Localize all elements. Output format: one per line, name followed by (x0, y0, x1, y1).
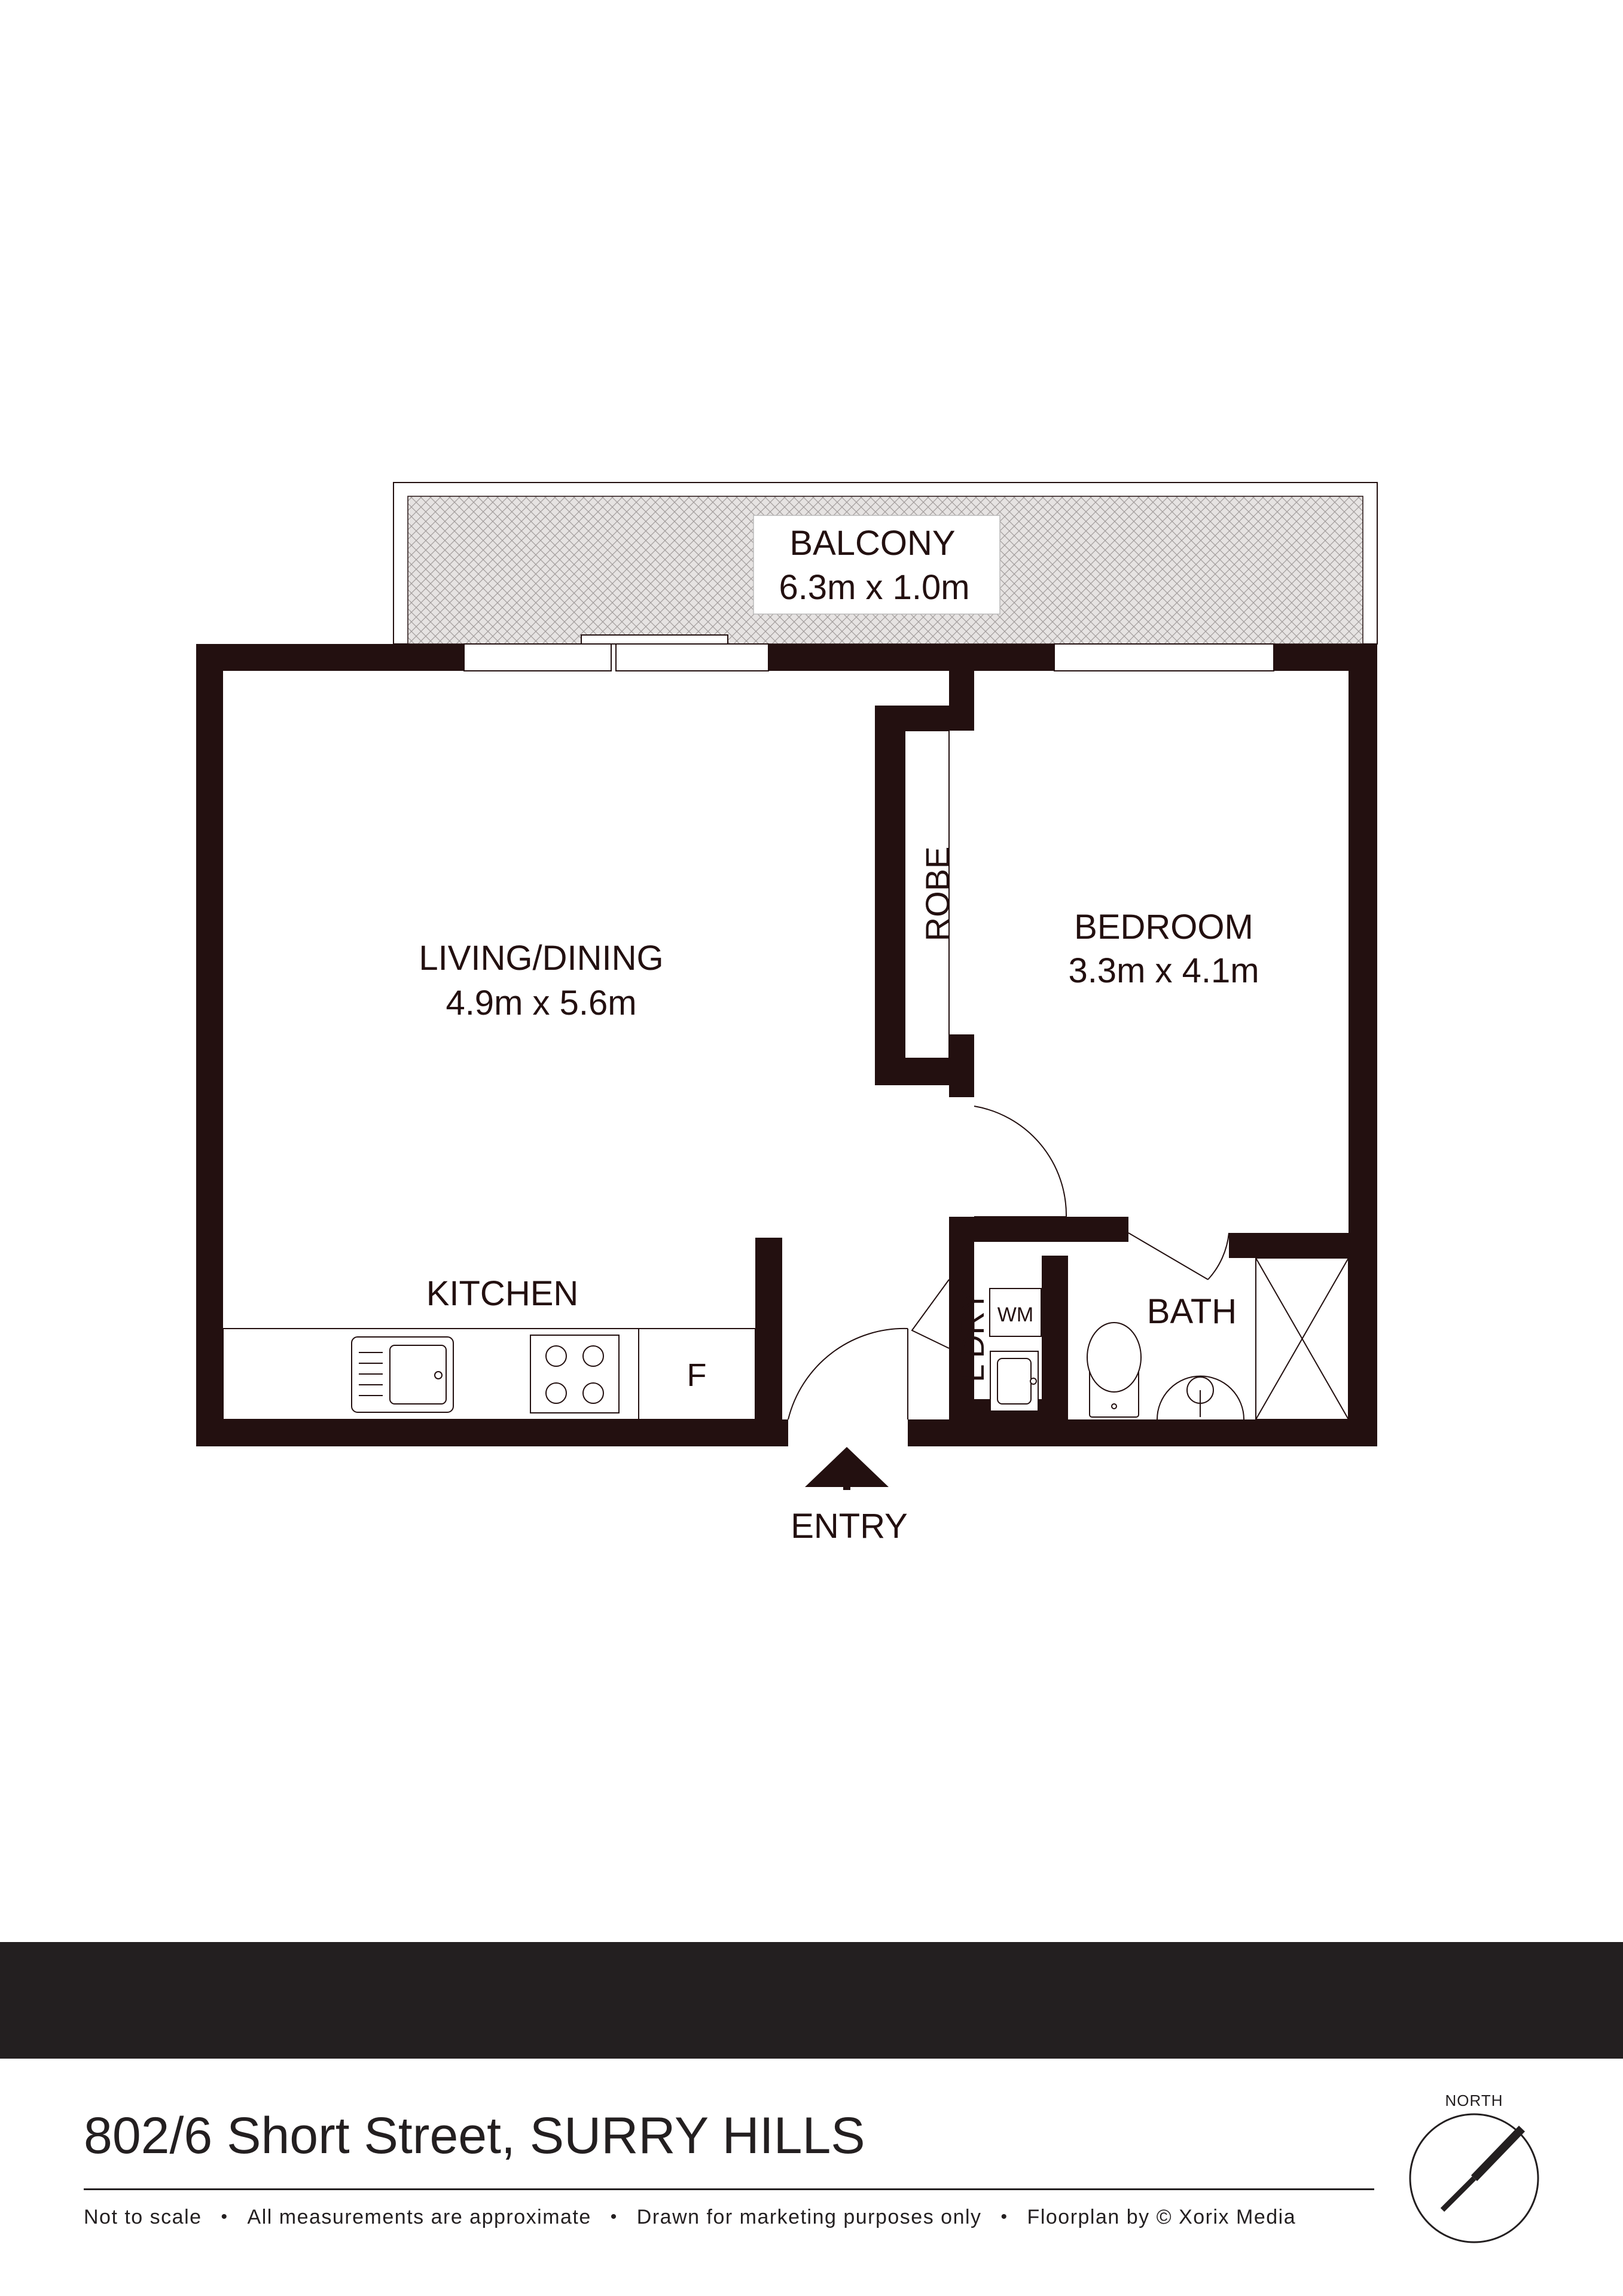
sink-icon (351, 1336, 454, 1413)
north-label: NORTH (1445, 2092, 1503, 2109)
note-marketing: Drawn for marketing purposes only (636, 2206, 982, 2228)
living-size: 4.9m x 5.6m (446, 984, 636, 1022)
balcony-label-box (753, 515, 1000, 615)
fridge-label: F (687, 1357, 707, 1393)
property-address: 802/6 Short Street, SURRY HILLS (84, 2107, 865, 2164)
living-label: LIVING/DINING (419, 939, 663, 978)
entry-label: ENTRY (791, 1507, 908, 1546)
note-scale: Not to scale (84, 2206, 202, 2228)
kitchen-label: KITCHEN (426, 1274, 579, 1313)
basin-icon (1157, 1375, 1244, 1420)
windows (463, 634, 1274, 671)
note-credit: Floorplan by © Xorix Media (1027, 2206, 1296, 2228)
note-measurements: All measurements are approximate (247, 2206, 591, 2228)
robe-label: ROBE (919, 847, 956, 942)
separator: • (1000, 2207, 1008, 2227)
footer-divider (84, 2188, 1374, 2190)
north-compass: NORTH (1405, 2092, 1543, 2243)
robe-interior (904, 730, 950, 1059)
shower-icon (1255, 1257, 1349, 1420)
cooktop-icon (530, 1335, 620, 1413)
balcony: BALCONY 6.3m x 1.0m (393, 482, 1378, 645)
laundry-fixtures (989, 1288, 1042, 1412)
separator: • (221, 2207, 228, 2227)
laundry-door (911, 1279, 950, 1349)
laundry-label: L'DRY (955, 1290, 991, 1382)
walls (196, 644, 1377, 1446)
entry-door (788, 1327, 908, 1420)
bath-door (1128, 1232, 1230, 1280)
toilet-icon (1087, 1322, 1142, 1418)
footer-band (0, 1942, 1623, 2059)
bedroom-label: BEDROOM (1074, 908, 1253, 947)
floor-plan: BALCONY 6.3m x 1.0m (196, 482, 1378, 1546)
kitchen-bench (222, 1328, 756, 1420)
balcony-label: BALCONY (789, 524, 955, 563)
footer-notes: Not to scale • All measurements are appr… (84, 2205, 1296, 2229)
bath-label: BATH (1147, 1292, 1237, 1331)
balcony-size: 6.3m x 1.0m (779, 568, 969, 607)
compass-icon (1409, 2113, 1539, 2243)
bedroom-size: 3.3m x 4.1m (1068, 951, 1259, 990)
washing-machine-label: WM (997, 1303, 1033, 1326)
entry-arrow-icon (805, 1447, 889, 1490)
separator: • (610, 2207, 618, 2227)
bedroom-door (974, 1106, 1067, 1217)
